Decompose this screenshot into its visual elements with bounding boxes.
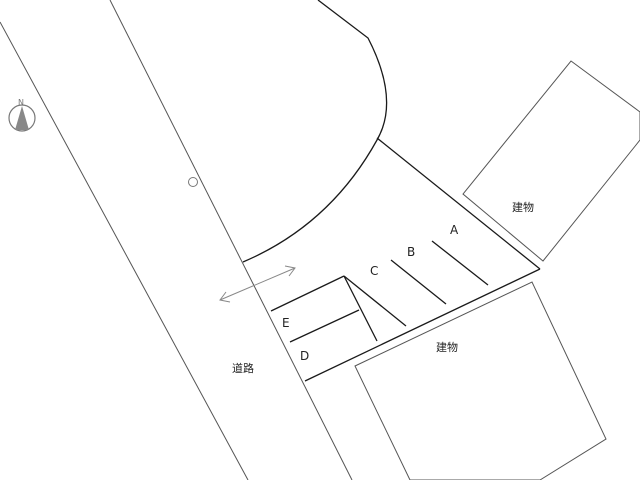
stall-label-e: E	[282, 316, 290, 330]
building-right-top	[462, 60, 640, 262]
lot-boundary-bottom	[304, 268, 541, 382]
circle-marker-icon	[188, 177, 198, 187]
stall-label-c: C	[370, 264, 379, 278]
stall-line-e-d	[289, 309, 360, 343]
compass-n-label: N	[18, 98, 24, 107]
stall-label-a: A	[450, 223, 459, 237]
stall-line-cd	[343, 275, 378, 342]
stall-line-a	[431, 240, 489, 286]
road-edge-left	[0, 21, 249, 480]
stall-line-e-top	[270, 275, 345, 312]
stall-label-b: B	[407, 245, 416, 259]
building-label-bottom: 建物	[436, 341, 458, 354]
building-label-top: 建物	[512, 201, 534, 214]
lot-boundary-top	[376, 137, 541, 270]
building-bottom	[354, 281, 607, 480]
double-arrow-icon	[219, 265, 296, 303]
stall-line-b	[390, 259, 447, 305]
north-arrow-icon	[8, 104, 36, 132]
stall-label-d: D	[300, 349, 310, 363]
road-edge-right	[109, 0, 353, 480]
stall-line-c	[343, 275, 407, 327]
road-label: 道路	[232, 362, 254, 375]
lot-boundary-curve	[242, 0, 388, 263]
